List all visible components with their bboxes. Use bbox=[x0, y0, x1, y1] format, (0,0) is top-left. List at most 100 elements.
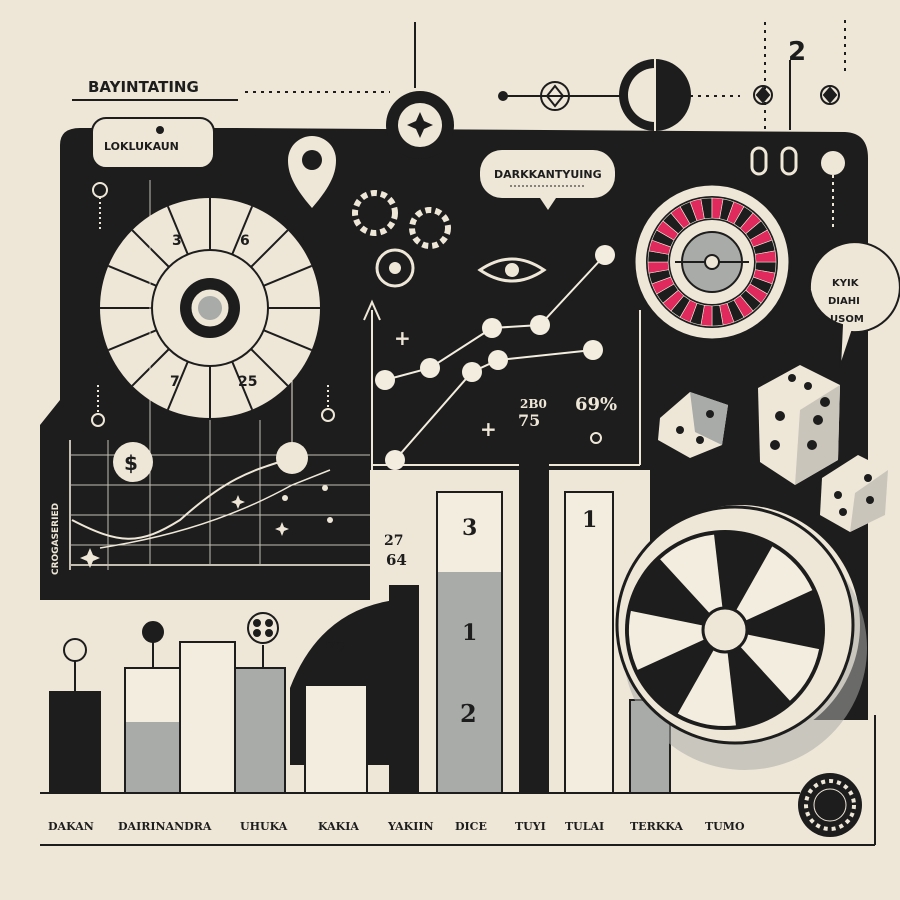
left-grid bbox=[69, 180, 370, 570]
spinner-wedge bbox=[660, 534, 725, 630]
wheel-spoke bbox=[231, 205, 254, 255]
x-axis-label: TUMO bbox=[705, 820, 745, 833]
wheel-spoke bbox=[107, 329, 157, 352]
spinner-wedge bbox=[629, 610, 725, 670]
bar-inner-label: 1 bbox=[462, 620, 477, 646]
sparkle-icon bbox=[80, 495, 289, 568]
callout-center-text: DARKKANTYUING bbox=[494, 168, 602, 181]
bar-label: 1 bbox=[582, 507, 597, 533]
map-pin-icon bbox=[288, 136, 336, 208]
line-series-lower-marker bbox=[385, 450, 405, 470]
roulette-wheel-icon bbox=[632, 182, 792, 342]
target-icon bbox=[375, 248, 415, 288]
small-diamond-icon bbox=[753, 85, 840, 105]
x-axis-label: DAKAN bbox=[48, 820, 94, 833]
trend-node bbox=[276, 442, 308, 474]
readout-5: 64 bbox=[386, 551, 407, 569]
bar-fill bbox=[126, 722, 179, 792]
diamond-node-icon bbox=[498, 81, 570, 111]
wheel-spoke bbox=[263, 329, 313, 352]
line-series-upper-marker bbox=[420, 358, 440, 378]
wheel-number-2: 6 bbox=[240, 233, 250, 249]
x-axis-label: DAIRINANDRA bbox=[118, 820, 212, 833]
callout-right-line-1: KYIK bbox=[832, 278, 860, 289]
line-series-lower-marker bbox=[488, 350, 508, 370]
line-series-lower-marker bbox=[583, 340, 603, 360]
compass-target-icon bbox=[386, 91, 454, 159]
readout-4: 27 bbox=[384, 533, 403, 549]
bar bbox=[304, 684, 368, 794]
callout-right-line-3: USOM bbox=[830, 314, 864, 325]
header-tag: 2 bbox=[788, 37, 806, 67]
toggle-switches[interactable] bbox=[750, 146, 845, 230]
readout-6: 77 bbox=[325, 637, 347, 656]
plus-icon: + bbox=[480, 417, 497, 441]
bar bbox=[519, 445, 549, 794]
line-series-lower bbox=[394, 349, 594, 461]
x-axis-label: TUYI bbox=[515, 820, 546, 833]
dice-icon bbox=[658, 392, 728, 458]
dollar-icon: $ bbox=[113, 442, 153, 482]
wheel-spoke bbox=[250, 348, 289, 387]
callout-left: LOKLUKAUN bbox=[91, 117, 215, 169]
bar-pins bbox=[63, 612, 279, 692]
pin-markers bbox=[91, 182, 335, 427]
callout-right-line-2: DIAHI bbox=[828, 296, 860, 307]
wheel-spoke bbox=[131, 229, 170, 268]
bar bbox=[49, 691, 101, 794]
bar bbox=[564, 491, 614, 794]
line-series-upper-marker bbox=[595, 245, 615, 265]
line-chart-axis bbox=[363, 299, 641, 470]
spinner-wedge bbox=[677, 630, 736, 726]
x-axis-label: TERKKA bbox=[630, 820, 683, 833]
readout-1: 2B0 bbox=[520, 397, 547, 411]
spinner-wedge bbox=[725, 546, 813, 630]
bar-fill bbox=[438, 572, 501, 792]
bar bbox=[234, 667, 286, 794]
spinner-wheel-icon bbox=[615, 505, 867, 770]
wheel-chart: 3 6 7 25 bbox=[100, 198, 320, 418]
wheel-number-3: 7 bbox=[170, 374, 180, 390]
dice-icon bbox=[758, 365, 840, 485]
top-connectors bbox=[245, 20, 846, 130]
line-series bbox=[375, 245, 615, 470]
dice-icon bbox=[820, 455, 888, 532]
wheel-number-4: 25 bbox=[238, 374, 257, 390]
dollar-symbol: $ bbox=[124, 451, 138, 475]
line-series-upper-marker bbox=[530, 315, 550, 335]
wheel-spoke bbox=[263, 264, 313, 287]
bar bbox=[179, 641, 236, 794]
x-axis-label: YAKIIN bbox=[387, 820, 434, 833]
ring-icon bbox=[590, 432, 602, 444]
eye-icon bbox=[477, 257, 547, 283]
roulette-slot bbox=[755, 250, 777, 263]
wheel-number-1: 3 bbox=[172, 233, 182, 249]
x-axis-label: DICE bbox=[455, 820, 487, 833]
wheel-spoke bbox=[166, 205, 189, 255]
gear-icon bbox=[352, 190, 451, 249]
header-title: BAYINTATING bbox=[88, 78, 199, 96]
side-label: CROGASERIED bbox=[51, 503, 61, 575]
bar-chart: 3 1 1 2 bbox=[49, 445, 671, 794]
bar-bottom-label: 2 bbox=[460, 699, 477, 728]
readout-2: 75 bbox=[518, 411, 540, 430]
callout-left-text: LOKLUKAUN bbox=[104, 140, 179, 153]
dot-markers bbox=[282, 485, 333, 523]
bar-label: 3 bbox=[462, 515, 477, 541]
poker-chip-icon bbox=[798, 773, 862, 837]
line-series-upper-marker bbox=[482, 318, 502, 338]
bar bbox=[389, 585, 419, 794]
wheel-spoke bbox=[131, 348, 170, 387]
plus-icon: + bbox=[394, 326, 411, 350]
wheel-spoke bbox=[166, 361, 189, 411]
x-axis-label: TULAI bbox=[565, 820, 604, 833]
half-circle-icon bbox=[619, 59, 691, 131]
x-axis-label: KAKIA bbox=[318, 820, 359, 833]
line-series-lower-marker bbox=[462, 362, 482, 382]
line-series-upper-marker bbox=[375, 370, 395, 390]
wheel-spoke bbox=[231, 361, 254, 411]
readout-3: 69% bbox=[575, 394, 617, 415]
wheel-spoke bbox=[107, 264, 157, 287]
